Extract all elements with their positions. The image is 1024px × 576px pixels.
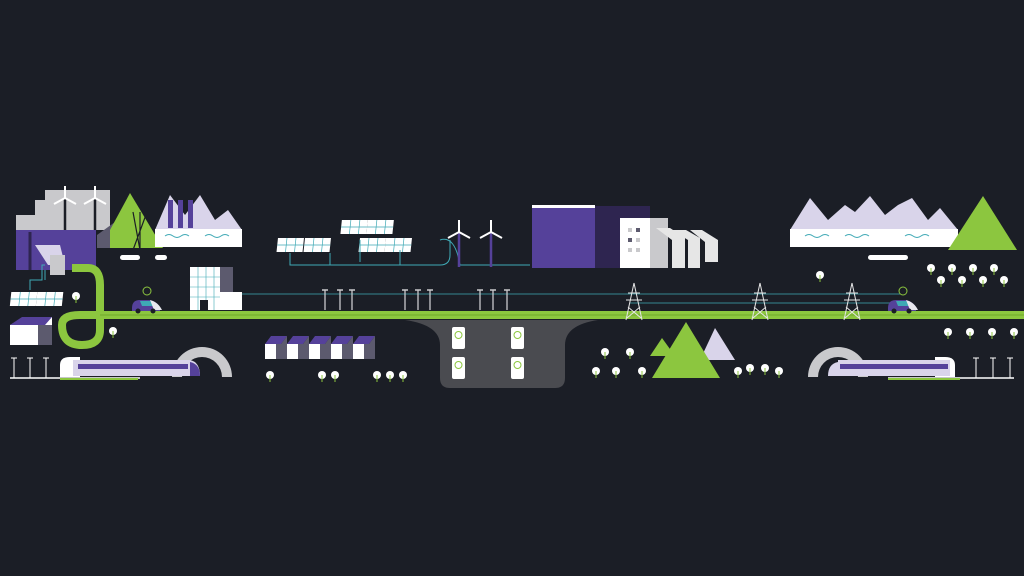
charger-icon xyxy=(452,357,465,379)
tree-icon xyxy=(988,328,996,339)
row-house-icon xyxy=(331,336,353,359)
wind-turbines-center xyxy=(447,220,503,267)
wind-turbine-icon xyxy=(479,220,503,267)
row-house-icon xyxy=(353,336,375,359)
utility-pole-icon xyxy=(337,289,343,310)
solar-panel-icon xyxy=(340,220,368,234)
wind-turbine-icon xyxy=(53,186,77,230)
tree-icon xyxy=(979,276,987,287)
utility-pole-icon xyxy=(427,289,433,310)
tree-icon xyxy=(612,367,620,378)
trees xyxy=(72,264,1018,382)
tree-icon xyxy=(966,328,974,339)
wind-turbines-left xyxy=(53,186,107,230)
tree-icon xyxy=(1000,276,1008,287)
tree-icon xyxy=(1010,328,1018,339)
utility-pole-icon xyxy=(504,289,510,310)
tree-icon xyxy=(775,367,783,378)
solar-cable-left xyxy=(29,264,46,290)
solar-panel-icon xyxy=(358,238,386,252)
tree-icon xyxy=(969,264,977,275)
utility-pole-icon xyxy=(322,289,328,310)
power-plant xyxy=(532,205,718,268)
electric-car-icon xyxy=(888,286,918,314)
solar-panels-left xyxy=(9,292,64,306)
solar-panel-icon xyxy=(9,292,38,306)
mountains-green-left xyxy=(110,193,163,251)
track-catenary-poles xyxy=(11,357,1013,378)
office-building xyxy=(190,267,242,310)
tree-icon xyxy=(944,328,952,339)
solar-panel-icon xyxy=(384,238,412,252)
transmission-pylons xyxy=(625,282,861,321)
wind-turbine-icon xyxy=(447,220,471,267)
solar-farm xyxy=(276,220,412,252)
utility-pole-icon xyxy=(477,289,483,310)
factory-with-crane xyxy=(16,190,110,275)
dam-right xyxy=(790,196,1017,260)
catenary-pole-icon xyxy=(990,357,996,378)
tree-icon xyxy=(626,348,634,359)
charging-stations xyxy=(452,327,524,379)
solar-panel-icon xyxy=(35,292,64,306)
tree-icon xyxy=(72,292,80,303)
tree-icon xyxy=(399,371,407,382)
catenary-pole-icon xyxy=(43,357,49,378)
tree-icon xyxy=(958,276,966,287)
catenary-pole-icon xyxy=(27,357,33,378)
tree-icon xyxy=(761,364,769,375)
row-houses xyxy=(265,336,375,359)
dam-with-mountains xyxy=(155,195,242,247)
clouds-small xyxy=(120,255,167,260)
tree-icon xyxy=(266,371,274,382)
row-house-icon xyxy=(287,336,309,359)
catenary-pole-icon xyxy=(11,357,17,378)
tree-icon xyxy=(746,364,754,375)
electric-car-icon xyxy=(132,286,162,314)
mountains-center xyxy=(650,322,735,378)
charger-icon xyxy=(511,357,524,379)
solar-panel-icon xyxy=(276,238,304,252)
tree-icon xyxy=(318,371,326,382)
house-white xyxy=(10,317,52,345)
tree-icon xyxy=(927,264,935,275)
transmission-pylon-icon xyxy=(843,282,861,321)
tree-icon xyxy=(592,367,600,378)
utility-pole-icon xyxy=(349,289,355,310)
transmission-pylon-icon xyxy=(625,282,643,321)
row-house-icon xyxy=(265,336,287,359)
tree-icon xyxy=(373,371,381,382)
tree-icon xyxy=(990,264,998,275)
tree-icon xyxy=(937,276,945,287)
utility-pole-icon xyxy=(490,289,496,310)
road xyxy=(57,264,1024,350)
train-right xyxy=(828,360,1014,380)
solar-panel-icon xyxy=(366,220,394,234)
tree-icon xyxy=(816,271,824,282)
charger-icon xyxy=(452,327,465,349)
charger-icon xyxy=(511,327,524,349)
train-left xyxy=(10,360,200,380)
catenary-pole-icon xyxy=(1007,357,1013,378)
utility-pole-icon xyxy=(415,289,421,310)
transmission-pylon-icon xyxy=(751,282,769,321)
tree-icon xyxy=(638,367,646,378)
tree-icon xyxy=(331,371,339,382)
utility-poles xyxy=(322,289,510,310)
row-house-icon xyxy=(309,336,331,359)
tree-icon xyxy=(109,327,117,338)
solar-farm-cables xyxy=(289,238,530,266)
tree-icon xyxy=(601,348,609,359)
wind-turbine-icon xyxy=(83,186,107,230)
catenary-pole-icon xyxy=(973,357,979,378)
tree-icon xyxy=(386,371,394,382)
solar-panel-icon xyxy=(303,238,331,252)
tree-icon xyxy=(948,264,956,275)
utility-pole-icon xyxy=(402,289,408,310)
tree-icon xyxy=(734,367,742,378)
